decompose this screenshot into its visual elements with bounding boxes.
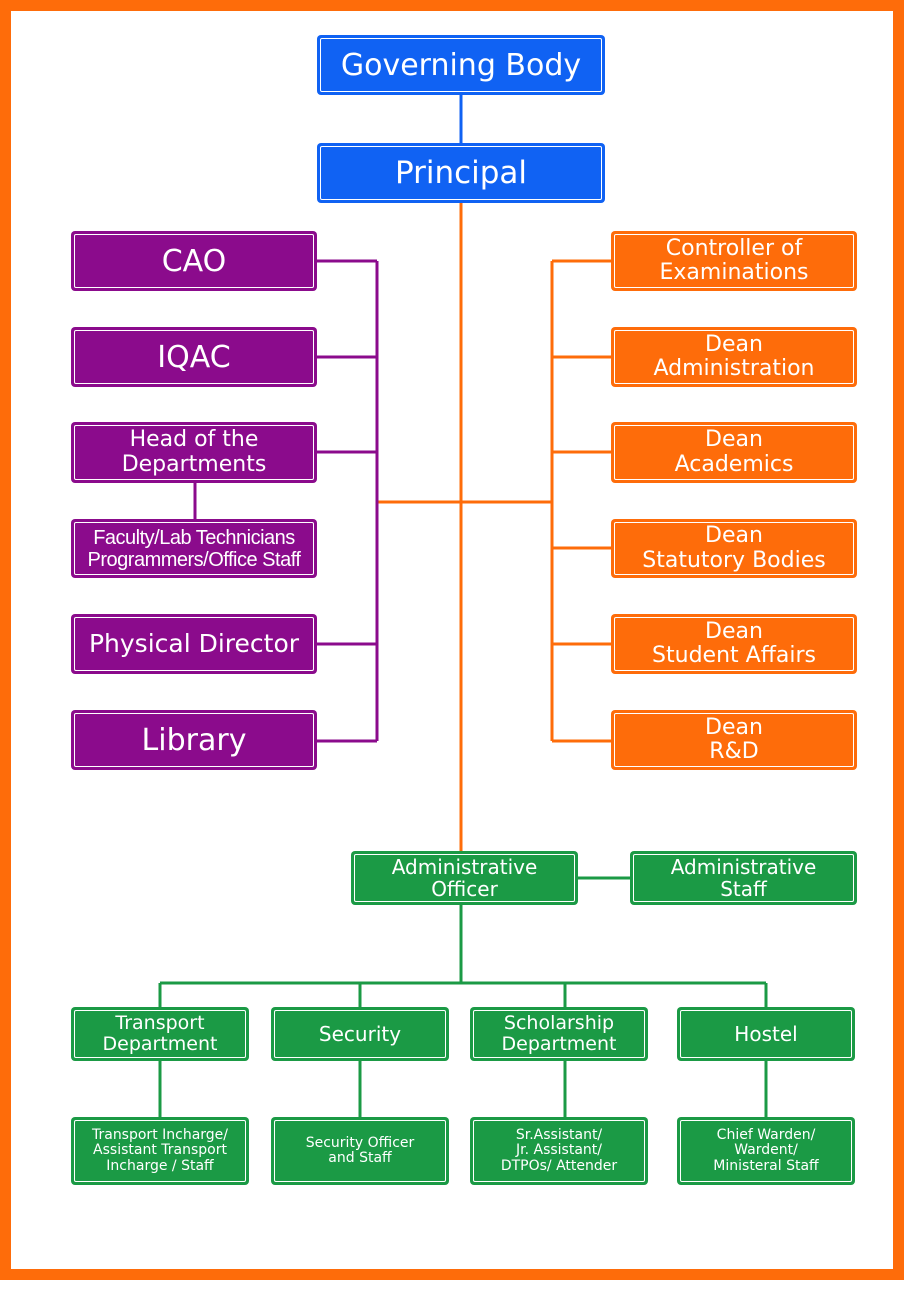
dean-rd-box: Dean R&D <box>611 710 857 770</box>
dean-student-affairs-box: Dean Student Affairs <box>611 614 857 674</box>
administrative-officer-box: Administrative Officer <box>351 851 578 905</box>
connector-lines <box>158 95 768 1117</box>
transport-department-box: Transport Department <box>71 1007 249 1061</box>
hostel-box: Hostel <box>677 1007 855 1061</box>
security-box: Security <box>271 1007 449 1061</box>
security-staff-box: Security Officer and Staff <box>271 1117 449 1185</box>
dean-administration-box: Dean Administration <box>611 327 857 387</box>
library-box: Library <box>71 710 317 770</box>
hostel-staff-box: Chief Warden/ Wardent/ Ministeral Staff <box>677 1117 855 1185</box>
hod-box: Head of the Departments <box>71 422 317 483</box>
controller-of-examinations-box: Controller of Examinations <box>611 231 857 291</box>
dean-statutory-bodies-box: Dean Statutory Bodies <box>611 519 857 578</box>
dean-academics-box: Dean Academics <box>611 422 857 483</box>
iqac-box: IQAC <box>71 327 317 387</box>
principal-box: Principal <box>317 143 605 203</box>
scholarship-department-box: Scholarship Department <box>470 1007 648 1061</box>
transport-staff-box: Transport Incharge/ Assistant Transport … <box>71 1117 249 1185</box>
faculty-staff-box: Faculty/Lab Technicians Programmers/Offi… <box>71 519 317 578</box>
governing-body-box: Governing Body <box>317 35 605 95</box>
physical-director-box: Physical Director <box>71 614 317 674</box>
administrative-staff-box: Administrative Staff <box>630 851 857 905</box>
cao-box: CAO <box>71 231 317 291</box>
scholarship-staff-box: Sr.Assistant/ Jr. Assistant/ DTPOs/ Atte… <box>470 1117 648 1185</box>
